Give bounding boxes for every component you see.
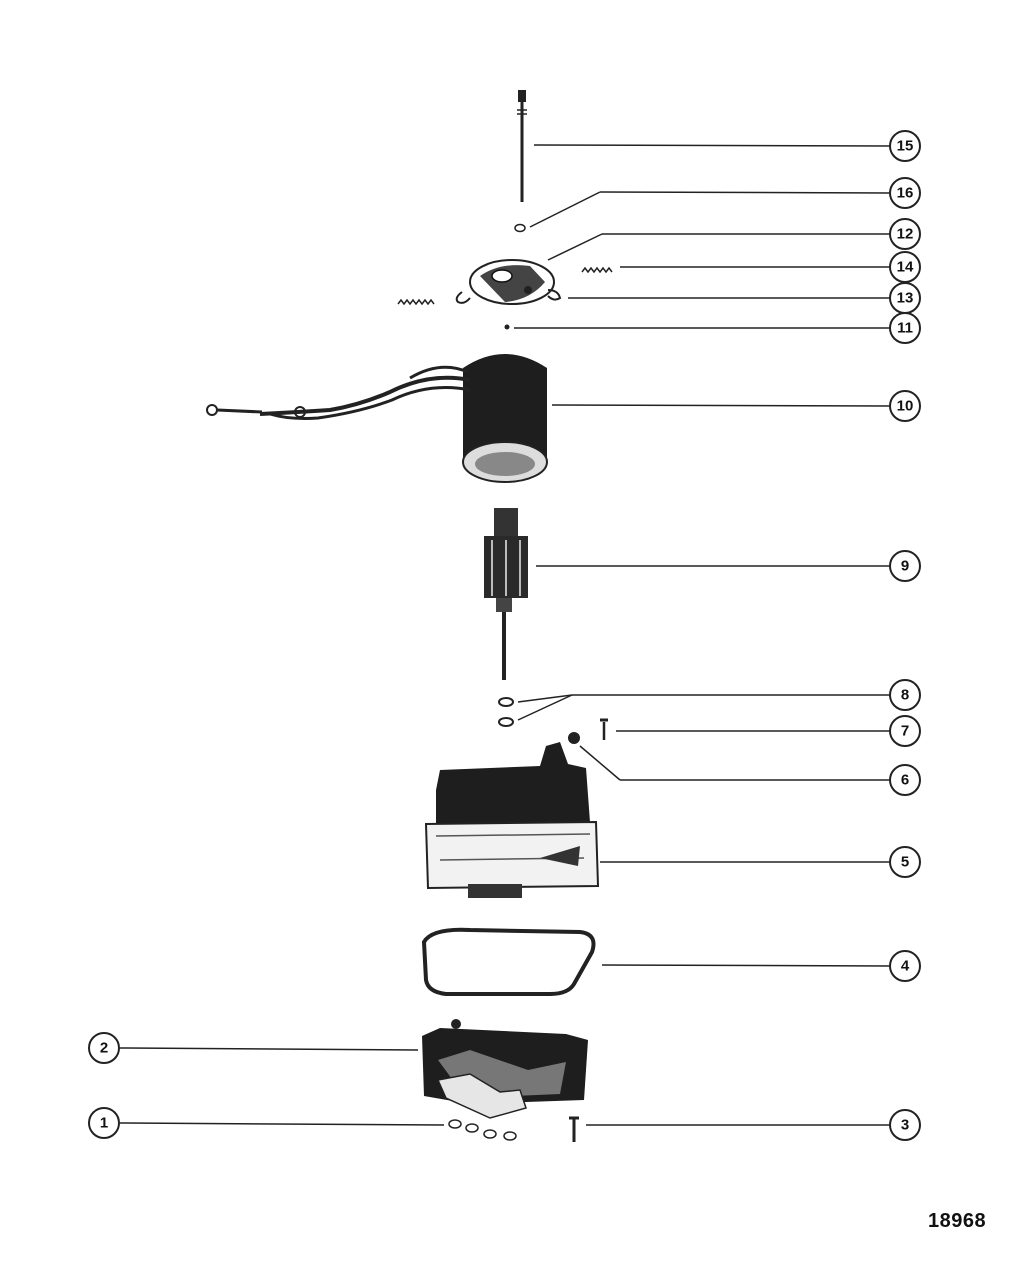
svg-text:9: 9	[901, 558, 909, 575]
svg-text:14: 14	[897, 259, 914, 276]
leader-1	[119, 1122, 445, 1126]
part-7-screw	[600, 718, 608, 740]
leader-8a	[517, 694, 573, 703]
leader-6a	[579, 745, 621, 781]
callout-13: 13	[889, 282, 921, 314]
callout-4: 4	[889, 950, 921, 982]
leader-12	[547, 233, 603, 261]
figure-number: 18968	[928, 1210, 987, 1232]
callout-6: 6	[889, 764, 921, 796]
callout-15: 15	[889, 130, 921, 162]
callout-2: 2	[88, 1032, 120, 1064]
part-4-gasket	[421, 927, 596, 996]
svg-text:10: 10	[897, 398, 914, 415]
leader-2	[119, 1047, 419, 1051]
svg-text:12: 12	[897, 226, 914, 243]
callout-11: 11	[889, 312, 921, 344]
svg-text:15: 15	[897, 138, 914, 155]
svg-text:13: 13	[897, 290, 914, 307]
callout-3: 3	[889, 1109, 921, 1141]
callout-10: 10	[889, 390, 921, 422]
svg-text:5: 5	[901, 854, 909, 871]
part-2-base-plate	[422, 1019, 588, 1119]
svg-text:6: 6	[901, 772, 909, 789]
callout-14: 14	[889, 251, 921, 283]
leader-8b	[517, 694, 573, 721]
part-8-washers	[498, 697, 514, 727]
svg-text:3: 3	[901, 1117, 909, 1134]
svg-text:11: 11	[897, 320, 913, 337]
part-3-screw	[569, 1116, 579, 1142]
callout-8: 8	[889, 679, 921, 711]
leader-16b	[599, 191, 891, 194]
callout-1: 1	[88, 1107, 120, 1139]
leader-16	[529, 191, 601, 228]
svg-text:2: 2	[100, 1040, 108, 1057]
part-11-ball	[504, 324, 510, 330]
part-9-armature	[484, 508, 528, 680]
leader-10	[551, 404, 891, 407]
svg-text:1: 1	[100, 1115, 108, 1132]
svg-text:7: 7	[901, 723, 909, 740]
callout-16: 16	[889, 177, 921, 209]
callout-12: 12	[889, 218, 921, 250]
part-10-motor-frame	[206, 354, 548, 483]
part-1-o-rings	[448, 1119, 517, 1141]
leader-4	[601, 964, 891, 967]
part-14-spring	[581, 266, 613, 274]
leader-lines	[119, 144, 891, 1126]
svg-text:8: 8	[901, 687, 909, 704]
leader-15	[533, 144, 891, 147]
part-15-through-bolt	[517, 90, 527, 202]
callout-5: 5	[889, 846, 921, 878]
part-13-spring	[397, 298, 435, 306]
svg-text:4: 4	[901, 958, 910, 975]
part-12-end-plate	[455, 259, 562, 305]
svg-text:16: 16	[897, 185, 914, 202]
part-6-plug	[568, 732, 580, 744]
callout-7: 7	[889, 715, 921, 747]
part-16-washer	[514, 223, 526, 233]
callout-9: 9	[889, 550, 921, 582]
part-5-pump-housing	[424, 742, 600, 898]
